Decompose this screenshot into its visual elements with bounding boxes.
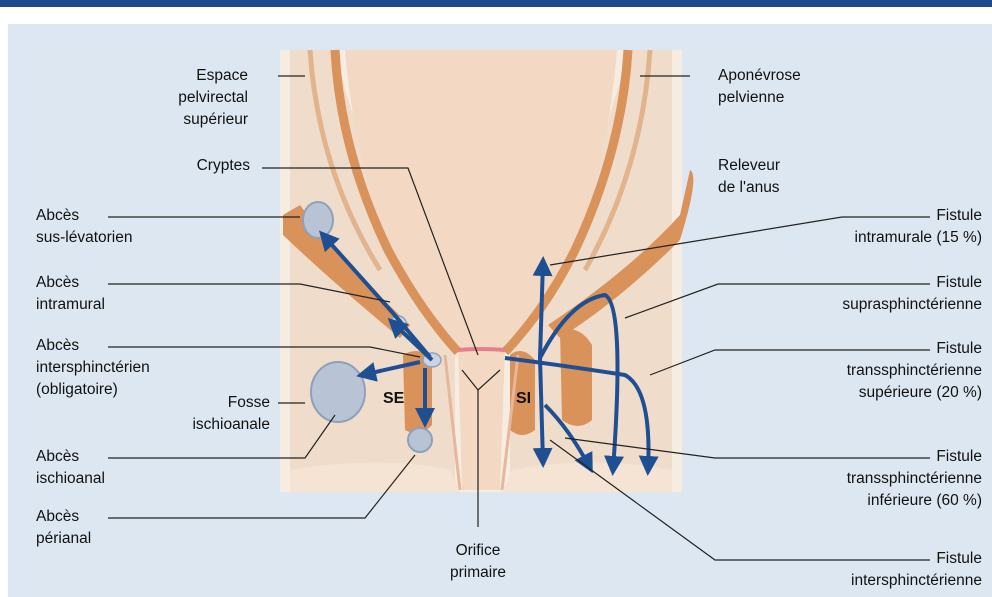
label-fistule-transsphincterienne-superieure: Fistule transsphinctérienne supérieure (… [770,338,982,404]
sus-levatorien-abscess [303,202,333,238]
label-abces-perianal: Abcès périanal [36,506,196,550]
label-fistule-intersphincterienne: Fistule intersphinctérienne [770,548,982,592]
perianal-abscess [408,428,432,452]
label-fosse-ischioanale: Fosse ischioanale [160,392,270,436]
label-cryptes: Cryptes [160,155,250,177]
label-abces-intramural: Abcès intramural [36,272,196,316]
label-abces-sus-levatorien: Abcès sus-lévatorien [36,205,196,249]
label-fistule-suprasphincterienne: Fistule suprasphinctérienne [770,272,982,316]
ischioanal-abscess [311,362,365,422]
zone-se: SE [383,390,404,408]
label-espace-pelvirectal: Espace pelvirectal supérieur [158,65,248,131]
label-aponevrose-pelvienne: Aponévrose pelvienne [718,65,878,109]
label-orifice-primaire: Orifice primaire [418,540,538,584]
label-releveur-anus: Releveur de l'anus [718,155,878,199]
dentate-line [458,349,505,350]
label-fistule-intramurale: Fistule intramurale (15 %) [770,205,982,249]
label-abces-ischioanal: Abcès ischioanal [36,446,196,490]
right-outer-sphincter [560,329,592,426]
zone-si: SI [516,390,531,408]
label-fistule-transsphincterienne-inferieure: Fistule transsphinctérienne inférieure (… [770,446,982,512]
